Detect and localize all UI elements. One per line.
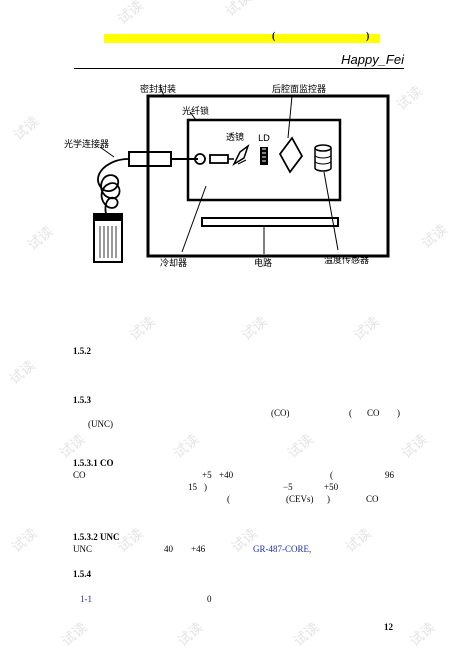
text-co: (CO): [271, 408, 290, 418]
watermark: 试读: [290, 619, 323, 650]
section-1-5-3-number: 1.5.3: [73, 395, 91, 405]
circuit-board: [201, 217, 339, 227]
figure-1-1-link[interactable]: 1-1: [80, 594, 92, 604]
optical-connector-box: [93, 213, 123, 263]
lens-shape: [232, 143, 250, 166]
label-lens: 透镜: [226, 133, 245, 143]
text-co-line3: CO: [366, 494, 379, 504]
text-plus50: +50: [324, 482, 339, 492]
back-facet-monitor-shape: [278, 136, 304, 174]
text-plus5: +5: [202, 470, 212, 480]
text-plus40: +40: [219, 470, 234, 480]
label-temperature-sensor: 温度传感器: [324, 256, 370, 266]
text-cevs: (CEVs): [286, 494, 314, 504]
hermetic-package-box: [146, 94, 390, 258]
watermark: 试读: [8, 525, 41, 556]
watermark: 试读: [126, 313, 159, 344]
text-co-2: CO: [367, 408, 380, 418]
label-optical-connector: 光学连接器: [64, 140, 110, 150]
text-40: 40: [164, 544, 173, 554]
text-co-line1: CO: [73, 470, 86, 480]
page-number: 12: [384, 622, 393, 632]
watermark: 试读: [58, 619, 91, 650]
text-close-2: ): [327, 494, 330, 504]
coiled-fiber: [97, 158, 130, 215]
label-ld: LD: [258, 134, 270, 144]
watermark: 试读: [350, 313, 383, 344]
watermark: 试读: [238, 313, 271, 344]
watermark: 试读: [170, 431, 203, 462]
label-fiber-lock: 光纤锁: [182, 107, 210, 117]
header-title: Happy_Fei: [341, 52, 404, 67]
label-circuit: 电路: [254, 259, 273, 269]
label-cooler: 冷却器: [160, 259, 188, 269]
text-paren-open-cevs: (: [227, 494, 230, 504]
text-zero: 0: [207, 594, 212, 604]
fiber-ferrule: [128, 151, 172, 167]
laser-module-diagram: [93, 85, 390, 263]
watermark: 试读: [398, 431, 431, 462]
section-1-5-3-1-heading: 1.5.3.1 CO: [73, 458, 114, 468]
section-1-5-2-number: 1.5.2: [73, 346, 91, 356]
text-96: 96: [385, 470, 394, 480]
watermark: 试读: [284, 431, 317, 462]
text-plus46: +46: [191, 544, 206, 554]
text-unc-line: UNC: [73, 544, 93, 554]
header-rule: [74, 68, 404, 69]
watermark: 试读: [342, 525, 375, 556]
watermark: 试读: [406, 619, 439, 650]
label-back-facet-monitor: 后腔面监控器: [272, 85, 327, 95]
fiber-lock-ball: [194, 153, 206, 165]
title-open-paren: (: [272, 31, 276, 42]
text-paren-open-co: (: [330, 470, 333, 480]
section-1-5-4-number: 1.5.4: [73, 569, 91, 579]
text-15: 15: [188, 482, 197, 492]
ld-chip: [260, 147, 268, 165]
highlighted-title-bar: [104, 34, 380, 43]
watermark: 试读: [174, 619, 207, 650]
watermark: 试读: [6, 357, 39, 388]
text-paren-close: ): [397, 408, 400, 418]
lens-holder: [209, 154, 229, 164]
text-close-1: ): [204, 482, 207, 492]
title-close-paren: ): [366, 31, 370, 42]
section-1-5-3-2-heading: 1.5.3.2 UNC: [73, 532, 120, 542]
label-hermetic-package: 密封封装: [140, 85, 177, 95]
text-paren-open: (: [349, 408, 352, 418]
text-minus5: −5: [283, 482, 293, 492]
gr-487-core-link[interactable]: GR-487-CORE,: [253, 544, 312, 554]
text-unc: (UNC): [88, 419, 113, 429]
